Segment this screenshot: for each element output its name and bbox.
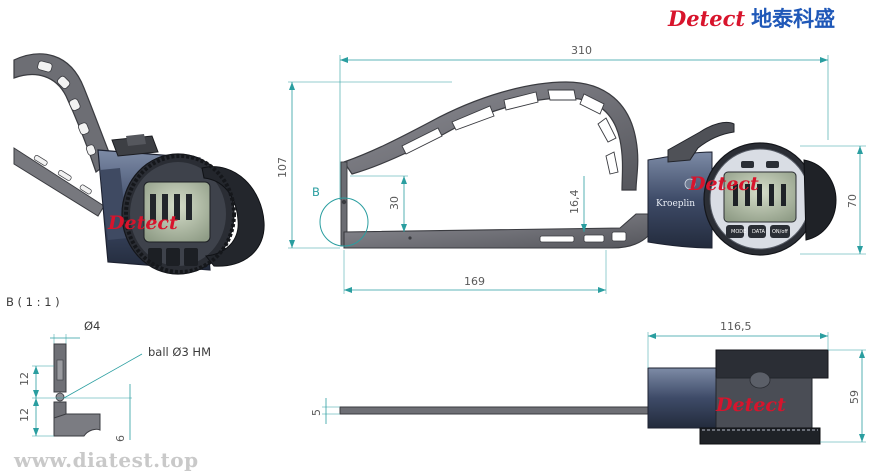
dim-diameter-4: Ø4 [84, 319, 100, 333]
ball-label: ball Ø3 HM [148, 345, 211, 359]
data-button-label: DATA [752, 229, 765, 235]
brand-chinese-name: 地泰科盛 [751, 6, 836, 31]
top-view [322, 332, 866, 445]
dim-12-bottom: 12 [18, 408, 31, 422]
watermark-left: Detect [107, 212, 178, 234]
mode-button-label: MODE [731, 229, 746, 235]
dim-5: 5 [310, 409, 323, 416]
front-view: MODE DATA ON/off Kroeplin [288, 55, 866, 294]
detail-b-title: B ( 1 : 1 ) [6, 295, 60, 309]
onoff-button-label: ON/off [772, 229, 788, 235]
watermark-front: Detect [688, 173, 759, 195]
dim-116-5: 116,5 [720, 320, 752, 333]
dim-310: 310 [571, 44, 592, 57]
dim-30: 30 [388, 196, 401, 210]
kroeplin-logo: Kroeplin [656, 199, 695, 209]
watermark-top: Detect [715, 394, 786, 416]
detail-b-marker: B [312, 185, 320, 199]
dim-6: 6 [114, 435, 127, 442]
product-3d-view [13, 53, 265, 275]
dim-59: 59 [848, 390, 861, 404]
website-url: www.diatest.top [14, 448, 199, 472]
detail-b-view [32, 334, 143, 440]
dim-107: 107 [276, 157, 289, 178]
dim-169: 169 [464, 275, 485, 288]
dim-16-4: 16,4 [568, 190, 581, 215]
dim-12-top: 12 [18, 372, 31, 386]
dim-70: 70 [846, 194, 859, 208]
brand-name: Detect [668, 6, 746, 31]
